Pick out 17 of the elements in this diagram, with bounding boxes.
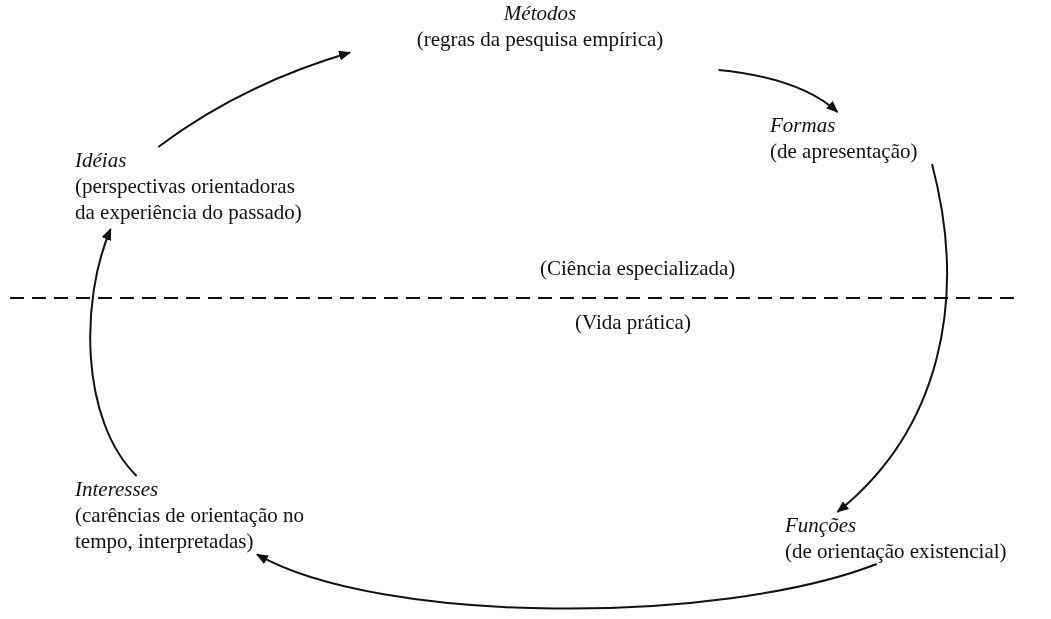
curved-arrow <box>836 163 948 513</box>
curved-arrow <box>89 228 138 477</box>
curved-arrow <box>157 51 351 148</box>
node-title: Interesses <box>75 476 159 502</box>
curved-arrow <box>256 553 878 610</box>
node-title: Idéias <box>75 147 127 173</box>
node-title: Funções <box>785 512 857 538</box>
node-description: (carências de orientação no tempo, interpretadas) <box>75 502 306 554</box>
node-description: (de orientação existencial) <box>785 538 1007 564</box>
curved-arrow <box>717 69 839 113</box>
node-description: (regras da pesquisa empírica) <box>416 26 664 52</box>
region-label: (Vida prática) <box>575 310 691 335</box>
node-title: Métodos <box>503 0 577 26</box>
node-description: (perspectivas orientadoras da experiência do passado) <box>75 173 303 225</box>
region-label: (Ciência especializada) <box>540 256 736 281</box>
node-title: Formas <box>770 112 836 138</box>
node-description: (de apresentação) <box>770 138 918 164</box>
